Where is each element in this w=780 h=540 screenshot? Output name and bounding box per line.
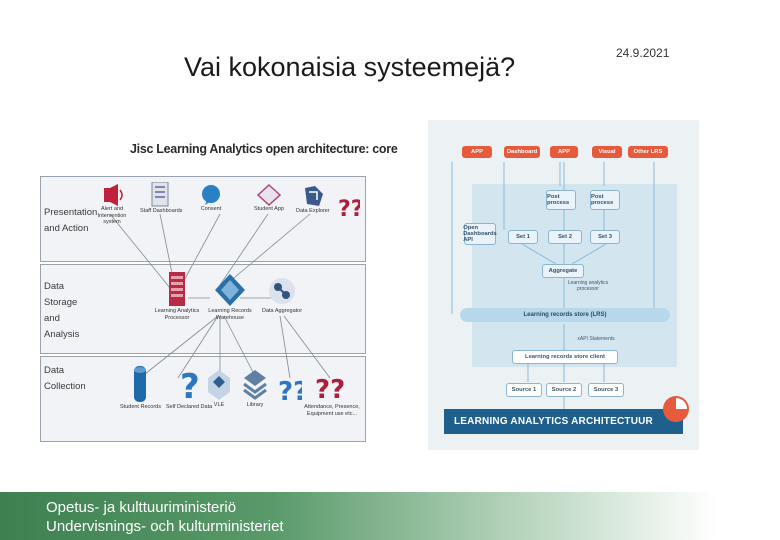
band-label-storage: Data Storage and Analysis (44, 281, 80, 340)
source-1: Source 1 (506, 383, 542, 397)
alert-system-caption: Alert and Intervention system (97, 206, 127, 225)
student-records-icon: Student Records (120, 364, 161, 411)
learning-analytics-processor-icon: Learning Analytics Processor (152, 272, 202, 321)
self-declared-data-icon: ? Self Declared Data (166, 364, 212, 411)
library-caption: Library (246, 402, 264, 408)
learning-records-store: Learning records store (LRS) (460, 308, 670, 322)
architecture-logo-icon (663, 396, 689, 422)
data-aggregator-caption: Data Aggregator (262, 308, 303, 314)
vle-caption: VLE (213, 402, 225, 408)
post-process-1: Post process (546, 190, 576, 210)
open-dashboards-api: Open Dashboards API (463, 223, 497, 245)
data-aggregator-icon: Data Aggregator (262, 276, 302, 315)
learning-records-warehouse-caption: Learning Records Warehouse (208, 308, 252, 321)
consent-caption: Consent (200, 206, 222, 212)
top-other-lrs: Other LRS (628, 146, 668, 158)
staff-dashboards-caption: Staff Dashboards (140, 208, 183, 214)
architecture-banner: LEARNING ANALYTICS ARCHITECTUUR (444, 409, 683, 434)
question-icon: ?? (278, 372, 302, 406)
xapi-statements: xAPI Statements (577, 336, 615, 342)
learning-analytics-architecture: APP Dashboard APP Visual Other LRS Post … (428, 120, 699, 450)
student-records-caption: Student Records (120, 404, 161, 410)
svg-text:??: ?? (315, 375, 345, 404)
unknown-tool-icon: ?? (338, 194, 360, 220)
jisc-architecture-figure: Jisc Learning Analytics open architectur… (40, 138, 398, 442)
self-declared-data-caption: Self Declared Data (166, 404, 213, 410)
alert-system-icon: Alert and Intervention system (90, 184, 134, 226)
band-label-collection: Data Collection (44, 365, 86, 392)
student-app-caption: Student App (254, 206, 284, 212)
attendance-caption: Attendance, Presence, Equipment use etc.… (304, 404, 360, 417)
footer-ministry-banner: Opetus- ja kulttuuriministeriö Undervisn… (0, 492, 780, 540)
learning-records-warehouse-icon: Learning Records Warehouse (202, 272, 258, 321)
top-visual: Visual (592, 146, 622, 158)
slide-date: 24.9.2021 (616, 46, 670, 60)
set-1: Set 1 (508, 230, 538, 244)
data-explorer-icon: Data Explorer (296, 184, 330, 215)
vle-icon: VLE (206, 368, 232, 409)
svg-text:??: ?? (338, 197, 360, 220)
student-app-icon: Student App (254, 184, 284, 213)
set-2: Set 2 (548, 230, 582, 244)
architecture-banner-text: LEARNING ANALYTICS ARCHITECTUUR (454, 416, 653, 427)
footer-line-finnish: Opetus- ja kulttuuriministeriö (46, 499, 237, 516)
data-explorer-caption: Data Explorer (296, 208, 330, 214)
top-dashboard: Dashboard (504, 146, 540, 158)
staff-dashboards-icon: Staff Dashboards (140, 182, 182, 215)
processor-label: Learning analytics processor (567, 280, 609, 292)
top-app-2: APP (550, 146, 578, 158)
learning-analytics-processor-caption: Learning Analytics Processor (154, 308, 200, 321)
slide-title: Vai kokonaisia systeemejä? (184, 52, 516, 82)
set-3: Set 3 (590, 230, 620, 244)
attendance-icon: ?? Attendance, Presence, Equipment use e… (302, 370, 362, 417)
consent-icon: Consent (200, 184, 222, 213)
jisc-title: Jisc Learning Analytics open architectur… (130, 142, 398, 156)
svg-text:??: ?? (278, 377, 302, 406)
lrs-client: Learning records store client (512, 350, 618, 364)
source-2: Source 2 (546, 383, 582, 397)
post-process-2: Post process (590, 190, 620, 210)
footer-line-swedish: Undervisnings- och kulturministeriet (46, 518, 284, 535)
library-icon: Library (242, 368, 268, 409)
svg-text:?: ? (180, 367, 200, 404)
source-3: Source 3 (588, 383, 624, 397)
top-app-1: APP (462, 146, 492, 158)
aggregate: Aggregate (542, 264, 584, 278)
band-label-presentation: Presentation and Action (44, 207, 98, 234)
